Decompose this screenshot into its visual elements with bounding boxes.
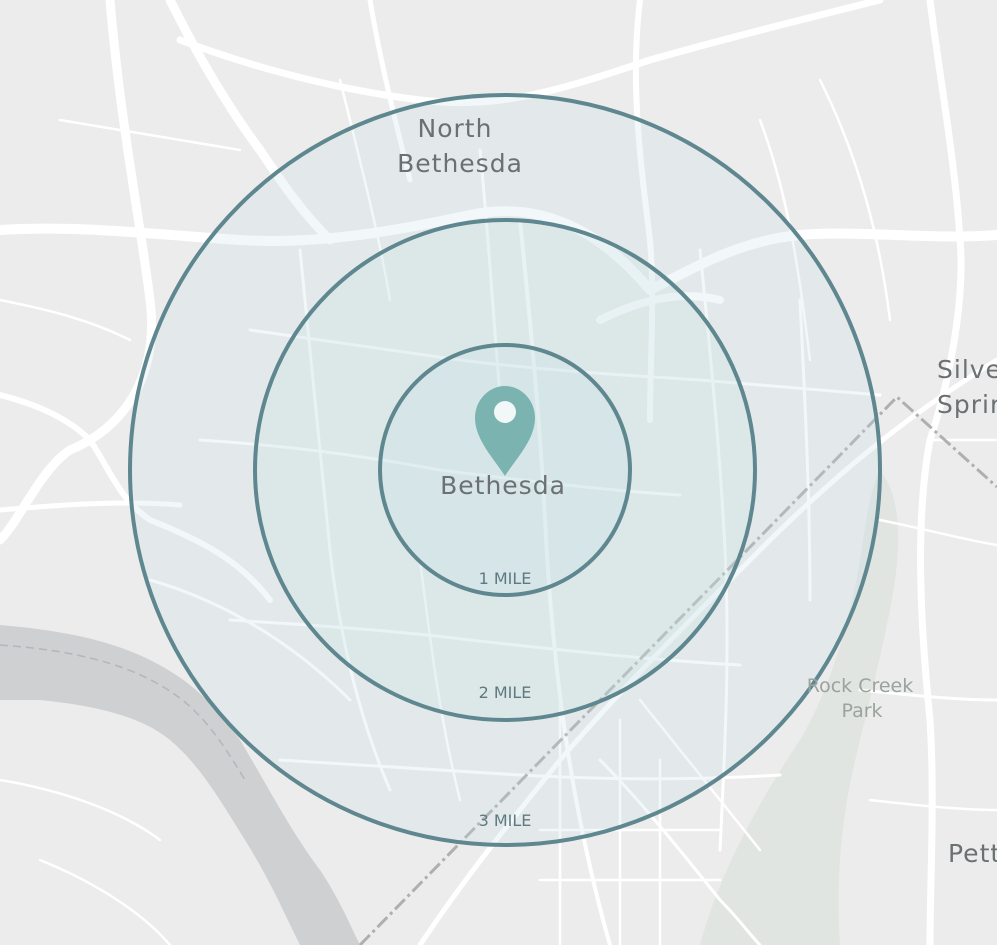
ring-label-2-mile: 2 MILE [479,683,532,702]
place-label-bethesda: Bethesda [440,471,566,500]
place-label-rock-creek-park: Park [841,700,882,722]
district-boundary [358,394,997,945]
park-area [700,470,899,945]
place-label-north-bethesda: Bethesda [397,149,523,178]
place-label-petworth: Pett [948,839,997,868]
place-label-silver-spring: Silve [937,355,997,384]
map-pin-icon[interactable] [475,386,535,476]
place-label-silver-spring: Sprin [937,390,997,419]
ring-label-1-mile: 1 MILE [479,569,532,588]
place-label-north-bethesda: North [418,114,493,143]
river [0,625,360,945]
place-label-rock-creek-park: Rock Creek [807,675,914,697]
ring-label-3-mile: 3 MILE [479,811,532,830]
